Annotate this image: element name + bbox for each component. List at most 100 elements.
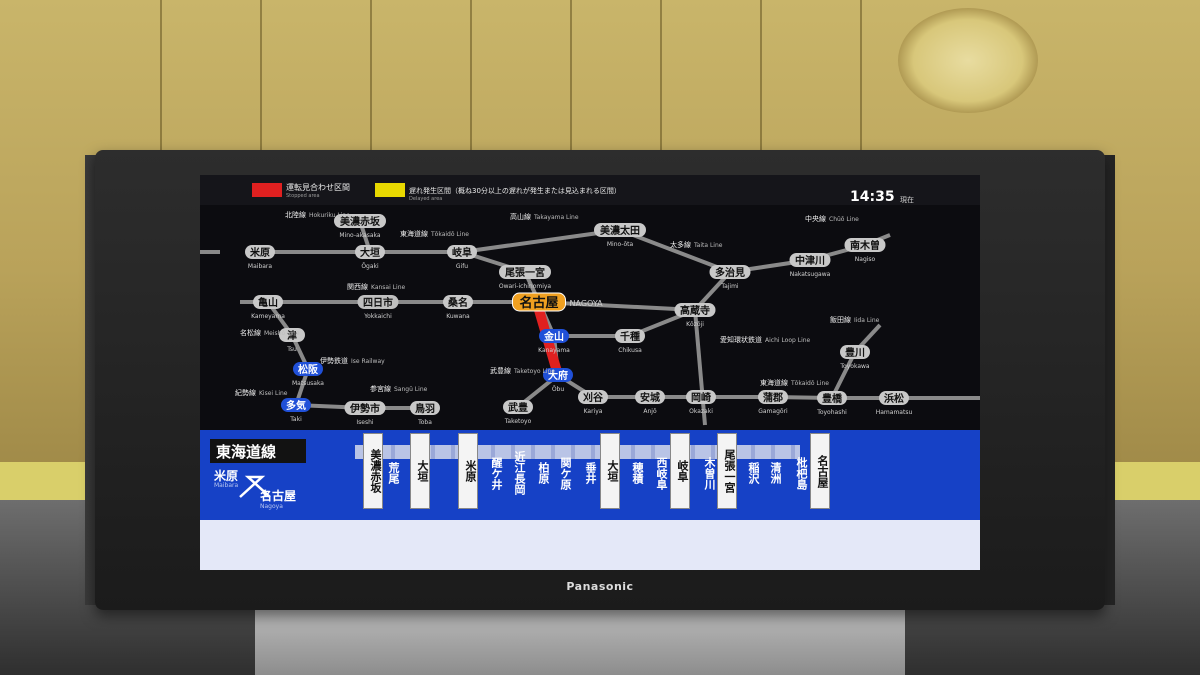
strip-station: 尾張一宮 [717,433,737,509]
direction-to: 名古屋 [260,489,297,503]
station-name: 多気 [286,399,306,412]
station-name-en: NAGOYA [570,299,604,308]
station-name-en: Mino-akasaka [339,232,380,239]
station-marker [686,390,716,404]
station-marker [578,390,608,404]
station-name: 刈谷 [583,391,604,404]
legend-stopped-sub: Stopped area [286,193,320,199]
station-name: 伊勢市 [349,402,380,415]
strip-station: 荒尾 [387,462,400,484]
station-name-en: Gamagōri [758,408,788,415]
strip-station: 醒ケ井 [490,456,503,490]
clock-time: 14:35 [850,189,895,205]
brand-logo: Panasonic [566,580,634,593]
station-name: 安城 [640,391,660,404]
station-name-en: Toyohashi [816,409,847,416]
line-label-en: Tōkaidō Line [430,231,469,238]
legend-stopped-label: 運転見合わせ区間 [286,183,350,192]
station-marker [635,390,665,404]
strip-station: 穂積 [631,462,644,484]
station-name-en: Anjō [643,408,657,415]
station-name: 浜松 [884,392,904,405]
station-marker [543,368,573,382]
line-label-en: Sangū Line [394,386,428,393]
station-name: 四日市 [363,296,393,309]
station-name: 豊川 [845,346,865,359]
station-marker [279,328,305,342]
strip-station: 清洲 [769,462,782,484]
route-map: 米原Maibara大垣Ōgaki美濃赤坂Mino-akasaka岐阜Gifu尾張… [200,210,980,426]
line-label: 紀勢線 [235,388,256,397]
ceiling-light [898,8,1038,113]
line-label-en: Tōkaidō Line [790,380,829,387]
station-name: 津 [287,329,297,342]
strip-line-name: 東海道線 [210,439,306,463]
strip-station: 米原 [458,433,478,509]
station-name: 大垣 [360,246,380,259]
station-name: 南木曽 [850,239,880,252]
station-name: 鳥羽 [415,402,435,415]
strip-station: 柏原 [537,462,550,484]
station-name-en: Toyokawa [839,363,869,370]
station-marker [355,245,385,259]
legend-delayed-label: 遅れ発生区間（概ね30分以上の遅れが発生または見込まれる区間） [409,187,621,195]
strip-station: 岐阜 [670,433,690,509]
station-name: 米原 [250,246,270,259]
station-name-en: Mino-ōta [607,241,634,248]
status-bar [200,175,980,205]
station-marker [615,329,645,343]
station-marker [674,303,716,317]
station-name-en: Ōgaki [361,263,379,270]
station-name: 多治見 [715,266,745,279]
legend-delayed-swatch [375,183,405,197]
track-segment [830,351,857,399]
line-label: 太多線 [670,240,691,249]
station-name-en: Owari-ichinomiya [499,283,552,290]
station-name: 亀山 [258,296,278,309]
station-name: 金山 [543,330,564,343]
track-segment [693,309,707,426]
line-label-en: Kansai Line [371,284,405,291]
route-map-screen: 運転見合わせ区間 Stopped area 遅れ発生区間（概ね30分以上の遅れが… [200,175,980,570]
station-marker [594,223,646,237]
strip-station: 枇杷島 [795,456,808,490]
direction-from: 米原 [214,469,239,483]
direction-arrow-icon [239,475,271,498]
line-label-en: Takayama Line [533,214,579,221]
station-name-en: Nagiso [855,256,876,263]
station-marker [344,401,386,415]
station-marker [293,362,323,376]
station-marker [334,214,386,228]
line-label-en: Iida Line [854,317,880,324]
strip-station: 大垣 [410,433,430,509]
station-name-en: Kameyama [251,313,285,320]
station-marker [281,398,311,412]
line-label-en: Meishō Line [264,330,300,337]
line-label: 伊勢鉄道 [320,356,348,365]
station-marker [709,265,751,279]
strip-lower-panel [200,520,980,570]
line-label: 東海道線 [760,378,788,387]
station-marker [357,295,399,309]
line-label-en: Ise Railway [351,358,385,365]
line-label: 高山線 [510,212,531,221]
line-label: 飯田線 [830,315,851,324]
strip-station: 西岐阜 [655,456,668,490]
station-marker [253,295,283,309]
station-marker [539,329,569,343]
station-name-en: Kanayama [538,347,570,354]
station-name: 名古屋 [519,295,558,311]
station-name-en: Kuwana [446,313,470,320]
station-name-en: Kōzōji [686,321,704,328]
station-marker [817,391,847,405]
line-label-en: Kisei Line [259,390,288,397]
station-name-en: Ōbu [552,386,565,393]
station-marker [410,401,440,415]
line-label: 中央線 [805,214,826,223]
station-marker [443,295,473,309]
legend-stopped-swatch [252,183,282,197]
station-name-en: Tsu [286,346,297,353]
station-name-en: Yokkaichi [363,313,392,320]
